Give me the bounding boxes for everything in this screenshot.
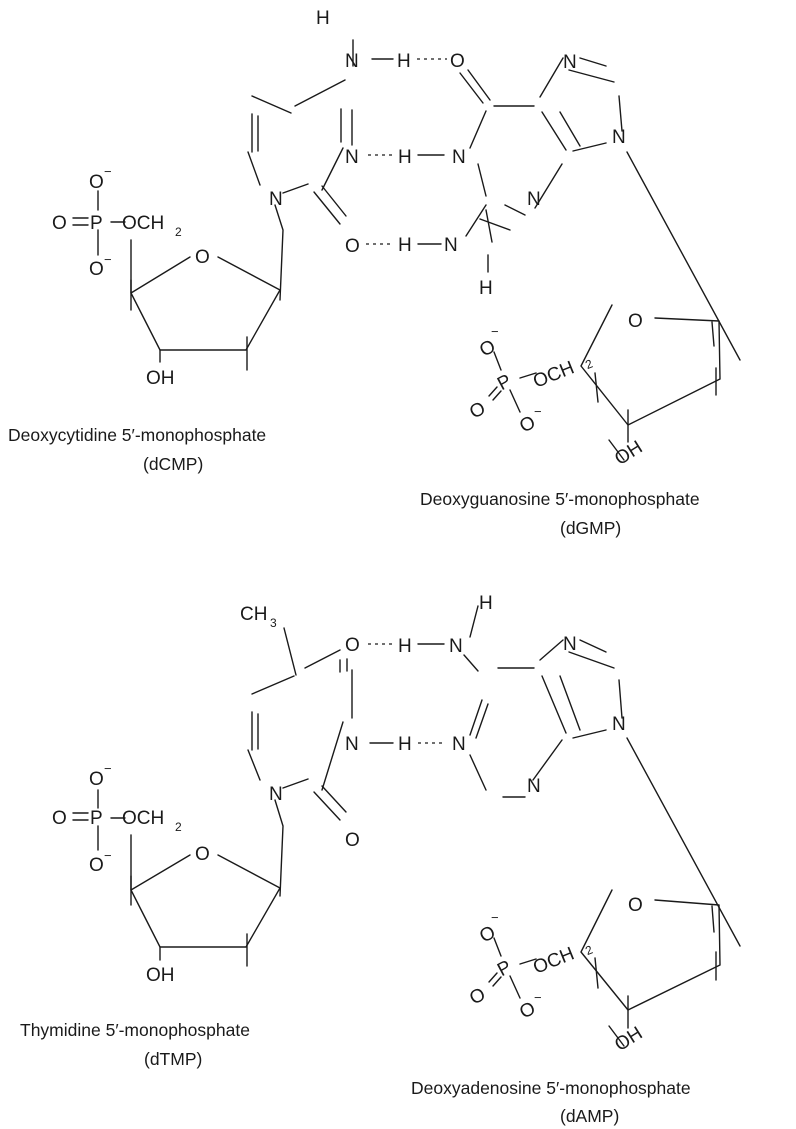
- dtmp-molecule: CH 3 O N H N O O OH P O O − O − OCH 2: [52, 604, 412, 986]
- dtmp-phosphorus: P: [90, 808, 103, 829]
- dcmp-hbond-h1: H: [397, 51, 411, 72]
- dtmp-charge-bottom: −: [104, 848, 112, 863]
- dcmp-och2: OCH: [122, 213, 164, 234]
- dcmp-carbonyl-o: O: [345, 236, 360, 257]
- damp-abbreviation: (dAMP): [560, 1106, 619, 1126]
- damp-amino-h: H: [479, 593, 493, 614]
- damp-ring-o: O: [628, 895, 643, 916]
- dtmp-abbreviation: (dTMP): [144, 1049, 202, 1069]
- damp-n9: N: [612, 714, 626, 735]
- dcmp-amino-h: H: [316, 8, 330, 29]
- damp-name: Deoxyadenosine 5′-monophosphate: [411, 1078, 691, 1098]
- dtmp-n1: N: [269, 784, 283, 805]
- dgmp-amino-h-bottom: H: [479, 278, 493, 299]
- dgmp-n9: N: [612, 127, 626, 148]
- dcmp-dgmp-pair: H N H N N O O OH P O O − O − OCH 2: [8, 8, 741, 538]
- dgmp-amino-n: N: [444, 235, 458, 256]
- damp-hbond-h: H: [398, 636, 412, 657]
- dgmp-abbreviation: (dGMP): [560, 518, 621, 538]
- dtmp-phosphate-o-top: O: [89, 769, 104, 790]
- dtmp-ring-o: O: [195, 844, 210, 865]
- damp-molecule: H N H N N N N O OH P O O − O − OCH 2: [398, 593, 741, 1056]
- dcmp-charge-bottom: −: [104, 252, 112, 267]
- dtmp-c4-o: O: [345, 635, 360, 656]
- dgmp-och2-sub: 2: [583, 356, 595, 372]
- dcmp-abbreviation: (dCMP): [143, 454, 203, 474]
- dcmp-amino-n: N: [345, 51, 359, 72]
- dcmp-n3: N: [345, 147, 359, 168]
- dtmp-3-oh: OH: [146, 965, 175, 986]
- dtmp-methyl: CH: [240, 604, 267, 625]
- dgmp-name: Deoxyguanosine 5′-monophosphate: [420, 489, 700, 509]
- damp-och2-sub: 2: [583, 942, 595, 958]
- dcmp-3-oh: OH: [146, 368, 175, 389]
- dtmp-phosphate-o-double: O: [52, 808, 67, 829]
- damp-och2: OCH: [530, 943, 577, 978]
- damp-phosphate-o-double: O: [466, 984, 489, 1009]
- damp-3-oh: OH: [611, 1023, 646, 1056]
- damp-charge-bottom: −: [534, 990, 542, 1005]
- dcmp-och2-sub: 2: [175, 225, 182, 239]
- dtmp-name: Thymidine 5′-monophosphate: [20, 1020, 250, 1040]
- dtmp-methyl-sub: 3: [270, 616, 277, 630]
- dcmp-phosphate-o-top: O: [89, 172, 104, 193]
- dcmp-n1: N: [269, 189, 283, 210]
- dgmp-n1: N: [452, 147, 466, 168]
- dcmp-name: Deoxycytidine 5′-monophosphate: [8, 425, 266, 445]
- dgmp-och2: OCH: [530, 357, 577, 392]
- dgmp-n3: N: [527, 189, 541, 210]
- dgmp-charge-bottom: −: [534, 404, 542, 419]
- damp-n7: N: [563, 634, 577, 655]
- dgmp-hbond-h2: H: [398, 147, 412, 168]
- damp-phosphorus: P: [494, 957, 515, 981]
- dtmp-phosphate-o-bottom: O: [89, 855, 104, 876]
- dgmp-phosphorus: P: [494, 371, 515, 395]
- dgmp-c6-o: O: [450, 51, 465, 72]
- dgmp-molecule: O N N N N N H H H O OH P O O − O − OCH 2: [398, 51, 741, 470]
- dcmp-phosphorus: P: [90, 213, 103, 234]
- dcmp-phosphate-o-double: O: [52, 213, 67, 234]
- dtmp-n3: N: [345, 734, 359, 755]
- dtmp-damp-pair: CH 3 O N H N O O OH P O O − O − OCH 2: [20, 593, 741, 1126]
- damp-amino-n: N: [449, 636, 463, 657]
- dtmp-charge-top: −: [104, 761, 112, 776]
- dtmp-n3-h: H: [398, 734, 412, 755]
- dtmp-och2-sub: 2: [175, 820, 182, 834]
- damp-n1: N: [452, 734, 466, 755]
- dgmp-ring-o: O: [628, 311, 643, 332]
- dgmp-hbond-h3: H: [398, 235, 412, 256]
- damp-n3: N: [527, 776, 541, 797]
- damp-charge-top: −: [491, 910, 499, 925]
- dgmp-phosphate-o-double: O: [466, 398, 489, 423]
- dgmp-charge-top: −: [491, 324, 499, 339]
- dcmp-phosphate-o-bottom: O: [89, 259, 104, 280]
- dcmp-ring-o: O: [195, 247, 210, 268]
- dtmp-och2: OCH: [122, 808, 164, 829]
- dgmp-3-oh: OH: [611, 437, 646, 470]
- dcmp-molecule: H N H N N O O OH P O O − O − OCH 2: [52, 8, 411, 389]
- dtmp-c2-o: O: [345, 830, 360, 851]
- dgmp-n7: N: [563, 52, 577, 73]
- dcmp-charge-top: −: [104, 164, 112, 179]
